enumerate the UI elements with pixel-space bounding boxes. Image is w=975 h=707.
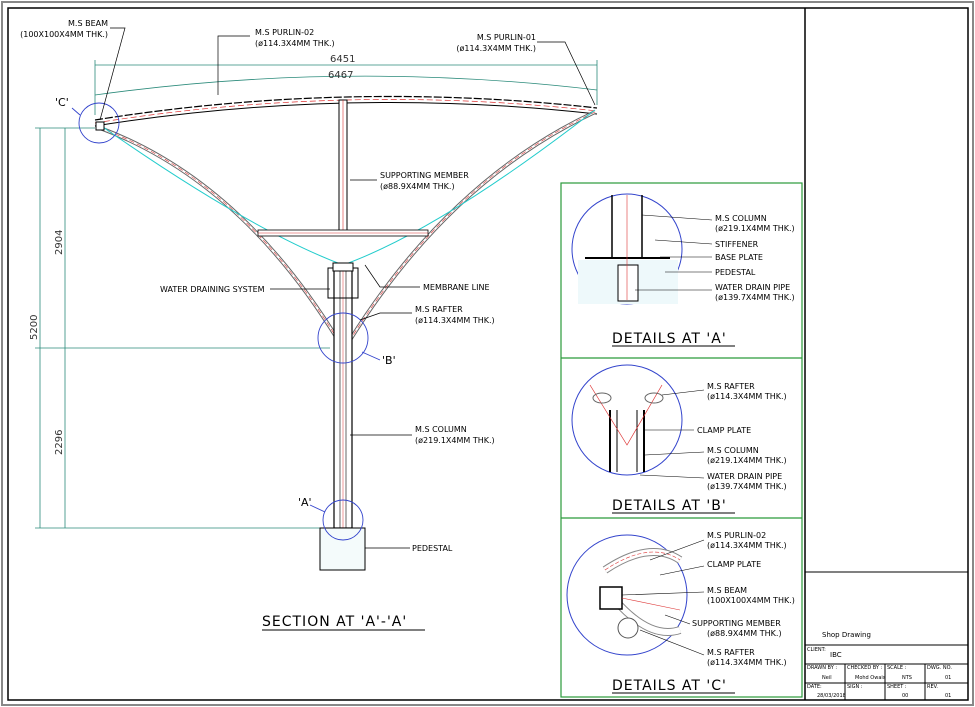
detail-b-drawing <box>571 364 683 476</box>
detail-a-drawing <box>571 193 683 305</box>
dimensions <box>35 60 598 529</box>
dim-lower: 2296 <box>54 430 65 455</box>
sheet-label: SHEET : <box>887 684 907 690</box>
scale-value: NTS <box>902 675 912 681</box>
detail-c-title: DETAILS AT 'C' <box>612 678 727 694</box>
label-beam: M.S BEAM(100X100X4MM THK.) <box>20 19 108 39</box>
detail-b-labels: M.S RAFTER(ø114.3X4MM THK.) CLAMP PLATE … <box>697 382 789 491</box>
label-column: M.S COLUMN(ø219.1X4MM THK.) <box>415 425 495 445</box>
date-label: DATE: <box>807 684 822 690</box>
detail-a-title: DETAILS AT 'A' <box>612 331 727 347</box>
dwg-label: DWG. NO. <box>927 665 952 671</box>
detail-callouts <box>71 102 381 541</box>
detail-c-leaders <box>621 539 705 656</box>
detail-frames <box>560 182 803 698</box>
label-water: WATER DRAINING SYSTEM <box>160 285 265 294</box>
sheet-value: 00 <box>902 693 908 699</box>
checked-label: CHECKED BY : <box>847 665 883 671</box>
detail-b-leaders <box>639 389 705 479</box>
detail-b-title: DETAILS AT 'B' <box>612 498 727 514</box>
label-support: SUPPORTING MEMBER(ø88.9X4MM THK.) <box>380 171 469 191</box>
detail-c-labels: M.S PURLIN-02(ø114.3X4MM THK.) CLAMP PLA… <box>692 531 797 667</box>
checked-value: Mohd Owais <box>855 675 886 681</box>
label-rafter: M.S RAFTER(ø114.3X4MM THK.) <box>415 305 495 325</box>
drawn-label: DRAWN BY : <box>807 665 837 671</box>
drawn-value: Neil <box>822 675 832 681</box>
label-pedestal: PEDESTAL <box>412 544 453 553</box>
dim-span: 6451 <box>330 54 355 65</box>
marker-b: 'B' <box>382 354 396 367</box>
label-purlin02: M.S PURLIN-02(ø114.3X4MM THK.) <box>255 28 335 48</box>
detail-c-drawing <box>566 534 688 656</box>
marker-c: 'C' <box>55 96 69 109</box>
rev-value: 01 <box>945 693 951 699</box>
label-membrane: MEMBRANE LINE <box>423 283 490 292</box>
drawing-border <box>7 7 969 701</box>
titleblock-grid <box>805 571 968 700</box>
marker-a: 'A' <box>298 496 312 509</box>
label-purlin01: M.S PURLIN-01(ø114.3X4MM THK.) <box>456 33 536 53</box>
sign-label: SIGN : <box>847 684 863 690</box>
detail-a-leaders <box>635 214 713 291</box>
client-label: CLIENT: <box>807 647 826 653</box>
dim-total: 5200 <box>29 315 40 340</box>
leaders <box>99 27 596 549</box>
scale-label: SCALE : <box>887 665 907 671</box>
section-title: SECTION AT 'A'-'A' <box>262 614 407 630</box>
client-value: IBC <box>830 651 842 659</box>
canopy-structure <box>94 95 598 571</box>
date-value: 28/03/2018 <box>817 693 846 699</box>
dwg-value: 01 <box>945 675 951 681</box>
rev-label: REV. <box>927 684 938 690</box>
dim-arc: 6467 <box>328 70 353 81</box>
dim-upper: 2904 <box>54 230 65 255</box>
titleblock-title: Shop Drawing <box>822 631 871 639</box>
